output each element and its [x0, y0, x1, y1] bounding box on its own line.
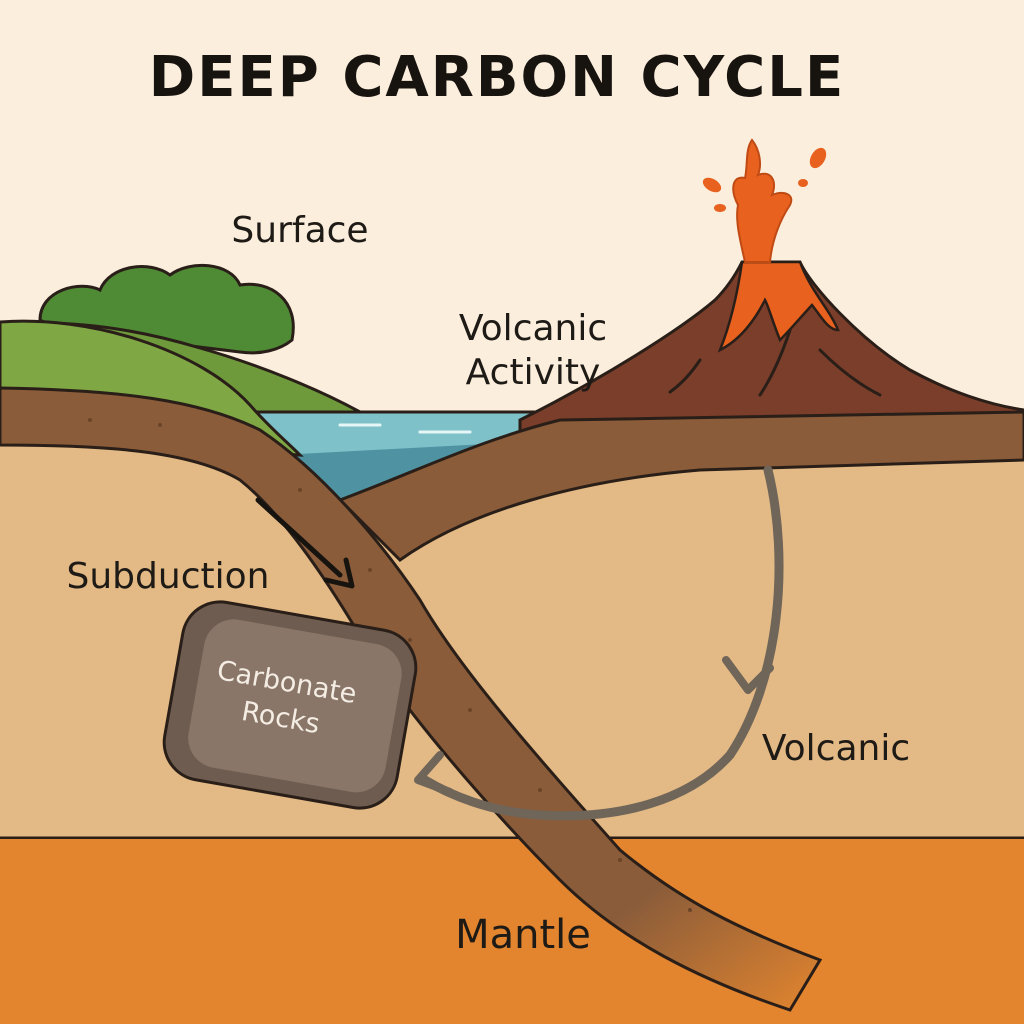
volcanic-activity-label-line2: Activity	[466, 352, 601, 393]
lava-drop-right-small	[798, 179, 808, 187]
lava-drop-left-small	[714, 204, 726, 212]
volcanic-label: Volcanic	[762, 728, 910, 769]
overriding-plate	[337, 410, 1024, 562]
slab-texture	[88, 418, 692, 912]
lava-drop-left	[702, 177, 722, 193]
lava-eruption	[732, 138, 793, 263]
lava-drop-right	[809, 147, 827, 169]
subduction-label: Subduction	[67, 556, 270, 597]
carbonate-rocks: Carbonate Rocks	[162, 600, 418, 810]
mantle-layer	[0, 839, 1024, 1024]
loop-arrowhead-down	[722, 656, 774, 694]
surface-label: Surface	[231, 210, 368, 251]
volcano-ridges	[668, 328, 882, 397]
volcanic-activity-label-line1: Volcanic	[459, 308, 607, 349]
diagram-title: DEEP CARBON CYCLE	[149, 45, 845, 110]
water-ripple	[338, 423, 472, 434]
mantle-label: Mantle	[455, 912, 591, 958]
subduction-arrowhead	[323, 557, 355, 589]
volcanic-return-loop	[420, 465, 784, 821]
subduction-arrow	[255, 497, 343, 578]
lava-flow	[717, 260, 840, 353]
loop-arrowhead-left	[414, 751, 454, 796]
